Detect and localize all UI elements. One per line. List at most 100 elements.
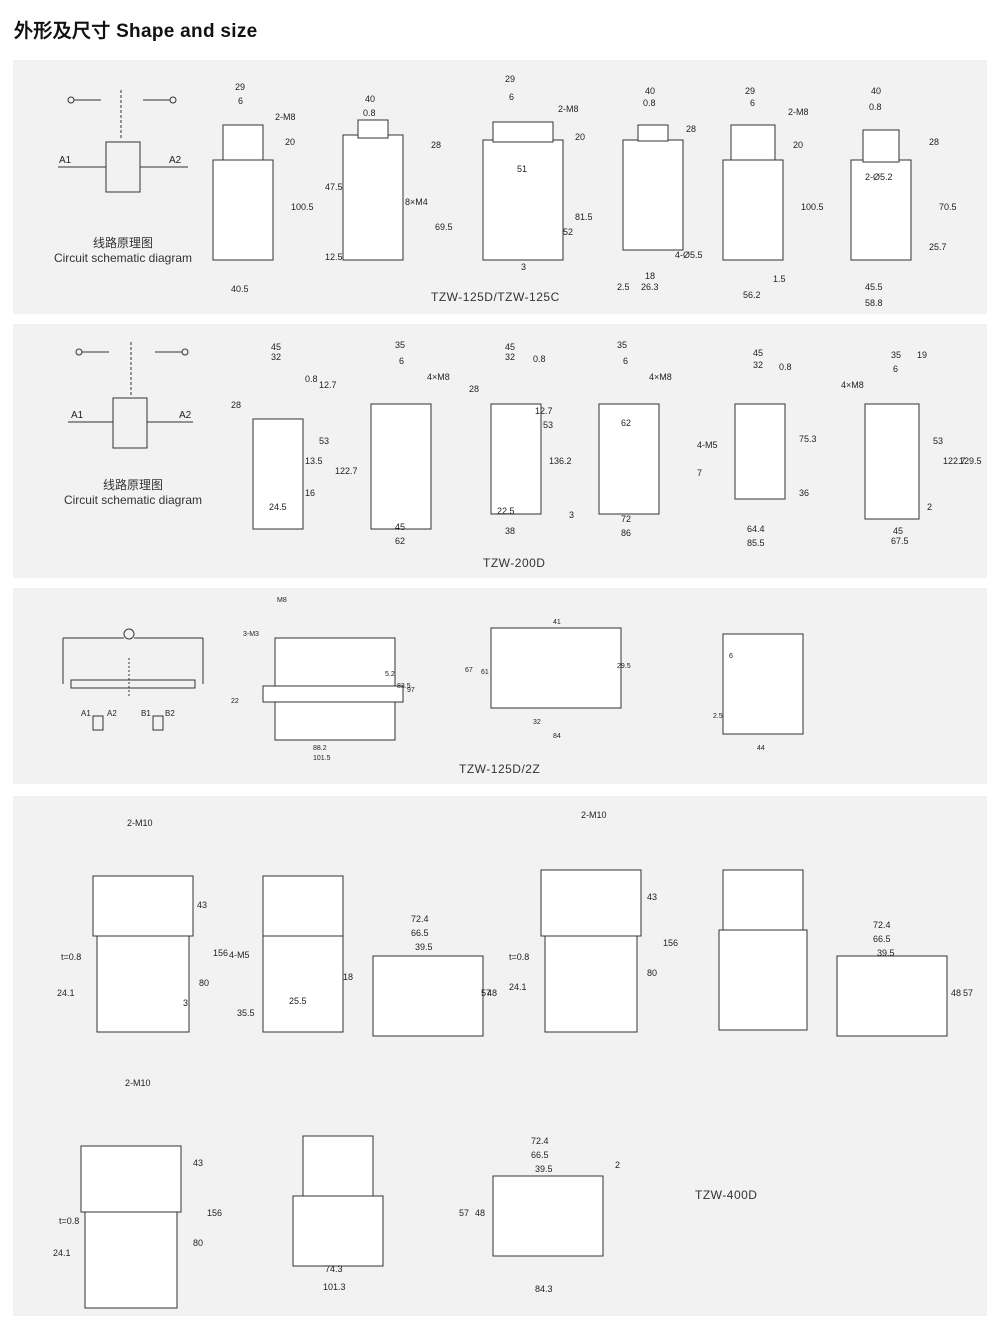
dim-8-4: 45 [395, 522, 405, 532]
dim-5-7: 56.2 [743, 290, 761, 300]
drawing-tzw-125d-2z: A1 A2 B1 B2 M8 3-M3 5.2 83.5 97 22 88.2 … [62, 597, 804, 762]
dim-22-6: 24.1 [53, 1248, 71, 1258]
dim-11-5: 75.3 [799, 434, 817, 444]
dim-22-1: 2-M10 [125, 1078, 151, 1088]
dim-16-2: 43 [197, 900, 207, 910]
dim-16-7: 3 [183, 998, 188, 1008]
dim-22-2: 43 [193, 1158, 203, 1168]
dim-6-2: 0.8 [869, 102, 882, 112]
dim-24-4: 2 [615, 1160, 620, 1170]
dim-7-5: 12.7 [319, 380, 337, 390]
dim-4-7: 2.5 [617, 282, 630, 292]
coil-label-a2: A2 [169, 155, 182, 166]
dim-3-6: 81.5 [575, 212, 593, 222]
dim-2-1: 40 [365, 94, 375, 104]
dim-22-3: 156 [207, 1208, 222, 1218]
dim-7-7: 13.5 [305, 456, 323, 466]
dim-11-8: 64.4 [747, 524, 765, 534]
dim-14-3: 61 [481, 669, 489, 676]
page-title: 外形及尺寸 Shape and size [14, 21, 258, 42]
dim-12-1: 35 [891, 350, 901, 360]
dim-3-5: 51 [517, 164, 527, 174]
dim-6-1: 40 [871, 86, 881, 96]
dim-3-1: 29 [505, 74, 515, 84]
dim-21-1: 72.4 [873, 920, 891, 930]
dim-19-3: 156 [663, 938, 678, 948]
coil-label-2z-b2: B2 [165, 709, 175, 718]
dim-15-3: 44 [757, 745, 765, 752]
drawing-tzw-125d: A1 A2 29 6 2-M8 20 100.5 40.5 40 0.8 28 … [58, 74, 957, 308]
dim-22-5: t=0.8 [59, 1216, 79, 1226]
panel-tzw-200d: A1 A2 45 32 0.8 28 12.7 53 13.5 122.7 16… [13, 324, 987, 578]
dim-2-3: 28 [431, 140, 441, 150]
dim-2-4: 47.5 [325, 182, 343, 192]
dim-5-5: 100.5 [801, 202, 824, 212]
dim-13-6: 22 [231, 698, 239, 705]
dim-2-6: 69.5 [435, 222, 453, 232]
dim-9-2: 32 [505, 352, 515, 362]
dim-7-10: 24.5 [269, 502, 287, 512]
dim-4-3: 28 [686, 124, 696, 134]
dim-15-1: 6 [729, 653, 733, 660]
coil-label-2z-b1: B1 [141, 709, 151, 718]
dim-18-1: 72.4 [411, 914, 429, 924]
dim-11-7: 36 [799, 488, 809, 498]
coil-label-a1: A1 [59, 155, 72, 166]
dim-8-2: 6 [399, 356, 404, 366]
drawing-tzw-200d: A1 A2 45 32 0.8 28 12.7 53 13.5 122.7 16… [68, 340, 982, 548]
dim-10-1: 35 [617, 340, 627, 350]
schematic-caption-cn: 线路原理图 [92, 236, 153, 250]
dim-17-2: 18 [343, 972, 353, 982]
dim-6-5: 70.5 [939, 202, 957, 212]
dim-17-3: 35.5 [237, 1008, 255, 1018]
dim-9-3: 0.8 [533, 354, 546, 364]
dim-10-2: 6 [623, 356, 628, 366]
dim-21-3: 39.5 [877, 948, 895, 958]
dim-12-9: 45 [893, 526, 903, 536]
panel-tzw-125d-2z: A1 A2 B1 B2 M8 3-M3 5.2 83.5 97 22 88.2 … [13, 588, 987, 784]
dim-3-7: 52 [563, 227, 573, 237]
dim-8-3: 4×M8 [427, 372, 450, 382]
dim-8-1: 35 [395, 340, 405, 350]
dim-21-5: 57 [963, 988, 973, 998]
dim-9-9: 38 [505, 526, 515, 536]
dim-19-1: 2-M10 [581, 810, 607, 820]
coil-label-2z-a1: A1 [81, 709, 91, 718]
dim-4-4: 4-Ø5.5 [675, 250, 703, 260]
dim-13-8: 101.5 [313, 755, 331, 762]
dim-4-1: 40 [645, 86, 655, 96]
schematic-caption: 线路原理图 Circuit schematic diagram [33, 236, 213, 266]
dim-5-6: 1.5 [773, 274, 786, 284]
dim-6-4: 2-Ø5.2 [865, 172, 893, 182]
dim-14-4: 29.5 [617, 663, 631, 670]
dim-19-2: 43 [647, 892, 657, 902]
dim-8-5: 62 [395, 536, 405, 546]
dim-24-2: 66.5 [531, 1150, 549, 1160]
dim-16-1: 2-M10 [127, 818, 153, 828]
dim-12-10: 67.5 [891, 536, 909, 546]
dim-12-2: 19 [917, 350, 927, 360]
panel-tzw-400d: 2-M10 43 156 80 t=0.8 24.1 3 4-M5 18 35.… [13, 796, 987, 1316]
dim-4-6: 26.3 [641, 282, 659, 292]
dim-1-5: 100.5 [291, 202, 314, 212]
dim-14-1: 41 [553, 619, 561, 626]
dim-13-3: 5.2 [385, 671, 395, 678]
dim-1-2: 6 [238, 96, 243, 106]
dim-2-2: 0.8 [363, 108, 376, 118]
dim-12-6: 122.7 [943, 456, 966, 466]
schematic-caption-cn-200d: 线路原理图 [102, 478, 163, 492]
dim-16-5: t=0.8 [61, 952, 81, 962]
model-label-tzw-200d: TZW-200D [483, 556, 546, 570]
dim-15-2: 2.5 [713, 713, 723, 720]
dim-13-2: 3-M3 [243, 631, 259, 638]
dim-11-4: 4-M5 [697, 440, 718, 450]
dim-7-4: 28 [231, 400, 241, 410]
dim-24-7: 84.3 [535, 1284, 553, 1294]
panel-tzw-125d: A1 A2 29 6 2-M8 20 100.5 40.5 40 0.8 28 … [13, 60, 987, 314]
dim-3-2: 6 [509, 92, 514, 102]
dim-19-5: t=0.8 [509, 952, 529, 962]
dim-9-4: 28 [469, 384, 479, 394]
dim-21-4: 48 [951, 988, 961, 998]
dim-1-6: 40.5 [231, 284, 249, 294]
dim-14-6: 84 [553, 733, 561, 740]
